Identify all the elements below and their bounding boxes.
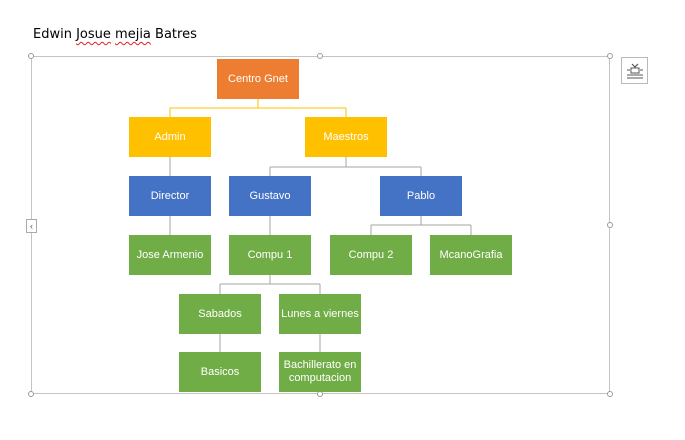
org-node-admin[interactable]: Admin [129,117,211,157]
layout-options-icon [627,63,643,79]
org-node-bachillerato[interactable]: Bachillerato en computacion [279,352,361,392]
child-connectors [169,157,472,352]
org-node-lunes-a-viernes[interactable]: Lunes a viernes [279,294,361,334]
author-first-name: Edwin [33,27,72,42]
org-node-gustavo[interactable]: Gustavo [229,176,311,216]
author-last-name: Batres [155,27,197,42]
resize-handle-right[interactable] [607,222,613,228]
org-node-sabados[interactable]: Sabados [179,294,261,334]
resize-handle-bottom-right[interactable] [607,391,613,397]
org-node-pablo[interactable]: Pablo [380,176,462,216]
org-node-centro-gnet[interactable]: Centro Gnet [217,59,299,99]
root-connectors [169,99,347,117]
layout-options-button[interactable] [621,57,648,84]
author-surname: mejia [115,27,151,42]
chevron-left-icon: ‹ [30,221,33,231]
org-node-mcanografia[interactable]: McanoGrafia [430,235,512,275]
org-node-maestros[interactable]: Maestros [305,117,387,157]
org-node-compu-1[interactable]: Compu 1 [229,235,311,275]
resize-handle-top[interactable] [317,53,323,59]
text-pane-toggle[interactable]: ‹ [26,219,37,233]
org-node-basicos[interactable]: Basicos [179,352,261,392]
author-middle-name: Josue [76,27,111,42]
resize-handle-top-right[interactable] [607,53,613,59]
org-node-jose-armenio[interactable]: Jose Armenio [129,235,211,275]
resize-handle-top-left[interactable] [28,53,34,59]
org-node-director[interactable]: Director [129,176,211,216]
document-author-line[interactable]: Edwin Josue mejia Batres [33,27,197,42]
resize-handle-bottom-left[interactable] [28,391,34,397]
org-node-compu-2[interactable]: Compu 2 [330,235,412,275]
